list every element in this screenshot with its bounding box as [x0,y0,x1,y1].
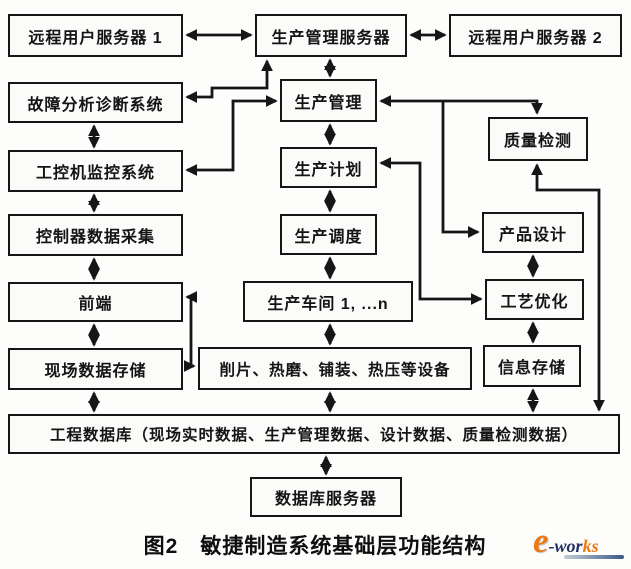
node-information-storage: 信息存储 [483,345,581,387]
eworks-logo-e: e [533,521,549,560]
eworks-logo: e-works [533,522,628,566]
node-process-optimization: 工艺优化 [485,279,584,320]
node-process-equipment: 削片、热磨、铺装、热压等设备 [198,347,472,390]
node-controller-data-acquisition: 控制器数据采集 [8,214,183,256]
eworks-logo-ks: ks [582,536,599,556]
node-industrial-pc-monitoring: 工控机监控系统 [8,150,183,192]
figure-caption: 图2 敏捷制造系统基础层功能结构 [143,535,487,558]
node-remote-user-server-1: 远程用户服务器 1 [8,14,183,57]
node-database-server: 数据库服务器 [250,477,402,517]
node-quality-inspection: 质量检测 [488,117,588,161]
node-front-end: 前端 [8,282,183,322]
node-production-workshops: 生产车间 1, ...n [243,281,413,322]
node-product-design: 产品设计 [482,212,584,253]
node-engineering-database: 工程数据库（现场实时数据、生产管理数据、设计数据、质量检测数据） [8,414,620,454]
node-field-data-storage: 现场数据存储 [8,348,183,390]
eworks-logo-wor: -wor [548,536,583,556]
node-production-plan: 生产计划 [280,147,377,188]
node-production-management-server: 生产管理服务器 [255,14,407,57]
node-production-management: 生产管理 [280,79,377,122]
node-fault-analysis-diagnosis: 故障分析诊断系统 [8,82,183,123]
node-remote-user-server-2: 远程用户服务器 2 [449,14,622,57]
node-production-scheduling: 生产调度 [280,214,377,255]
